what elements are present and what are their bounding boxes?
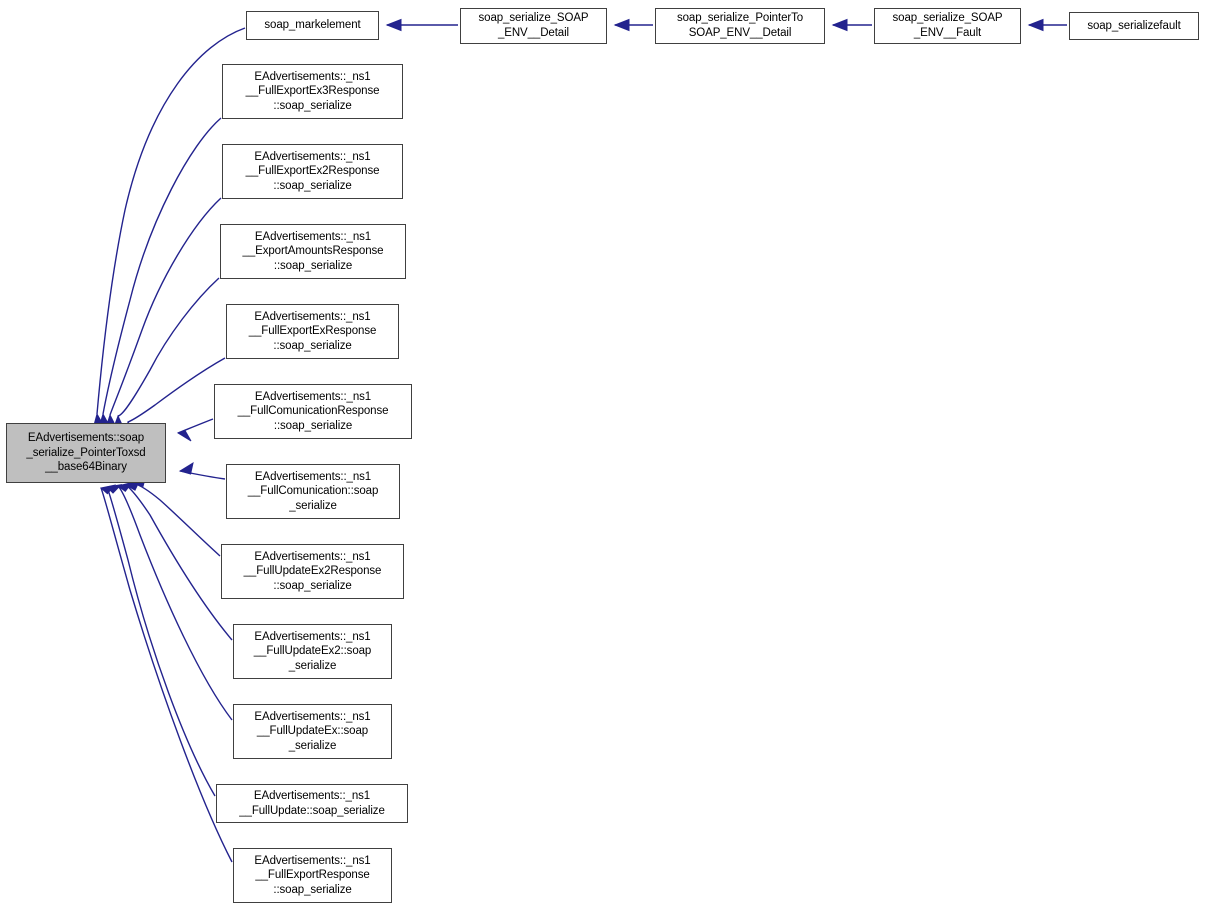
edge-fault-to-pointerdetail-arrowhead: [831, 18, 848, 32]
graph-node-label: EAdvertisements::_ns1 __FullUpdateEx2::s…: [253, 630, 372, 672]
graph-node-fullupdateex2response[interactable]: EAdvertisements::_ns1 __FullUpdateEx2Res…: [221, 544, 404, 599]
graph-node-label: EAdvertisements::_ns1 __FullExportEx3Res…: [245, 70, 380, 112]
graph-node-fullupdate[interactable]: EAdvertisements::_ns1 __FullUpdate::soap…: [216, 784, 408, 823]
graph-node-fullcomunication[interactable]: EAdvertisements::_ns1 __FullComunication…: [226, 464, 400, 519]
graph-node-label: soap_serialize_PointerTo SOAP_ENV__Detai…: [676, 12, 804, 39]
graph-node-label: EAdvertisements::_ns1 __FullExportEx2Res…: [245, 150, 380, 192]
edge-serializefault-to-fault-arrowhead: [1027, 18, 1044, 32]
graph-node-fullcomunicationresponse[interactable]: EAdvertisements::_ns1 __FullComunication…: [214, 384, 412, 439]
graph-node-label: EAdvertisements::_ns1 __FullUpdateEx2Res…: [243, 550, 382, 592]
graph-node-label: EAdvertisements::soap _serialize_Pointer…: [26, 432, 146, 474]
graph-node-fullupdateex[interactable]: EAdvertisements::_ns1 __FullUpdateEx::so…: [233, 704, 392, 759]
graph-node-fullexportresponse[interactable]: EAdvertisements::_ns1 __FullExportRespon…: [233, 848, 392, 903]
graph-node-label: soap_markelement: [264, 19, 361, 32]
edge-fullupdateex2-to-focus: [125, 484, 233, 641]
graph-node-label: soap_serialize_SOAP _ENV__Detail: [478, 12, 589, 39]
edge-exportamounts-to-focus: [117, 277, 220, 417]
graph-node-fullexportexresponse[interactable]: EAdvertisements::_ns1 __FullExportExResp…: [226, 304, 399, 359]
graph-node-label: EAdvertisements::_ns1 __FullExportExResp…: [248, 310, 377, 352]
edge-fullexportresponse-to-focus: [100, 487, 233, 863]
edge-ex2response-to-focus: [109, 197, 222, 416]
graph-node-soap_serialize_soap_env_detail[interactable]: soap_serialize_SOAP _ENV__Detail: [460, 8, 607, 44]
graph-node-label: EAdvertisements::_ns1 __FullComunication…: [237, 390, 389, 432]
graph-node-soap_serialize_soap_env_fault[interactable]: soap_serialize_SOAP _ENV__Fault: [874, 8, 1021, 44]
graph-node-fullexportex2response[interactable]: EAdvertisements::_ns1 __FullExportEx2Res…: [222, 144, 403, 199]
graph-node-focus[interactable]: EAdvertisements::soap _serialize_Pointer…: [6, 423, 166, 483]
graph-node-label: EAdvertisements::_ns1 __ExportAmountsRes…: [242, 230, 384, 272]
graph-node-soap_serializefault[interactable]: soap_serializefault: [1069, 12, 1199, 40]
graph-node-fullexportex3response[interactable]: EAdvertisements::_ns1 __FullExportEx3Res…: [222, 64, 403, 119]
edge-markelement-to-focus: [96, 27, 246, 415]
edge-fullexportresponse-to-focus-arrowhead: [99, 484, 117, 495]
graph-node-label: EAdvertisements::_ns1 __FullUpdate::soap…: [239, 789, 385, 817]
edge-fullupdateex2response-to-focus: [132, 482, 221, 557]
edge-fullupdate-to-focus: [106, 486, 216, 797]
graph-node-label: soap_serializefault: [1087, 19, 1181, 32]
edge-fullcomunication-to-focus-arrowhead: [178, 461, 194, 475]
graph-node-soap_markelement[interactable]: soap_markelement: [246, 11, 379, 40]
graph-node-label: EAdvertisements::_ns1 __FullExportRespon…: [254, 854, 371, 896]
edge-fullupdateex-to-focus-arrowhead: [116, 481, 134, 492]
edge-fullexportexresponse-to-focus: [127, 357, 226, 423]
edge-soapdetail-to-markelement-arrowhead: [385, 18, 402, 32]
edge-fullcomunicationresponse-to-focus-arrowhead: [176, 429, 192, 442]
edge-ex3response-to-focus: [102, 117, 222, 415]
graph-node-label: soap_serialize_SOAP _ENV__Fault: [892, 12, 1003, 39]
edge-fullupdateex-to-focus: [117, 485, 233, 721]
graph-node-fullupdateex2[interactable]: EAdvertisements::_ns1 __FullUpdateEx2::s…: [233, 624, 392, 679]
graph-node-label: EAdvertisements::_ns1 __FullUpdateEx::so…: [254, 710, 371, 752]
graph-node-label: EAdvertisements::_ns1 __FullComunication…: [247, 470, 379, 512]
edge-pointerdetail-to-soapdetail-arrowhead: [613, 18, 630, 32]
graph-node-exportamountsresponse[interactable]: EAdvertisements::_ns1 __ExportAmountsRes…: [220, 224, 406, 279]
graph-node-soap_serialize_pointerto_soap_env_detail[interactable]: soap_serialize_PointerTo SOAP_ENV__Detai…: [655, 8, 825, 44]
